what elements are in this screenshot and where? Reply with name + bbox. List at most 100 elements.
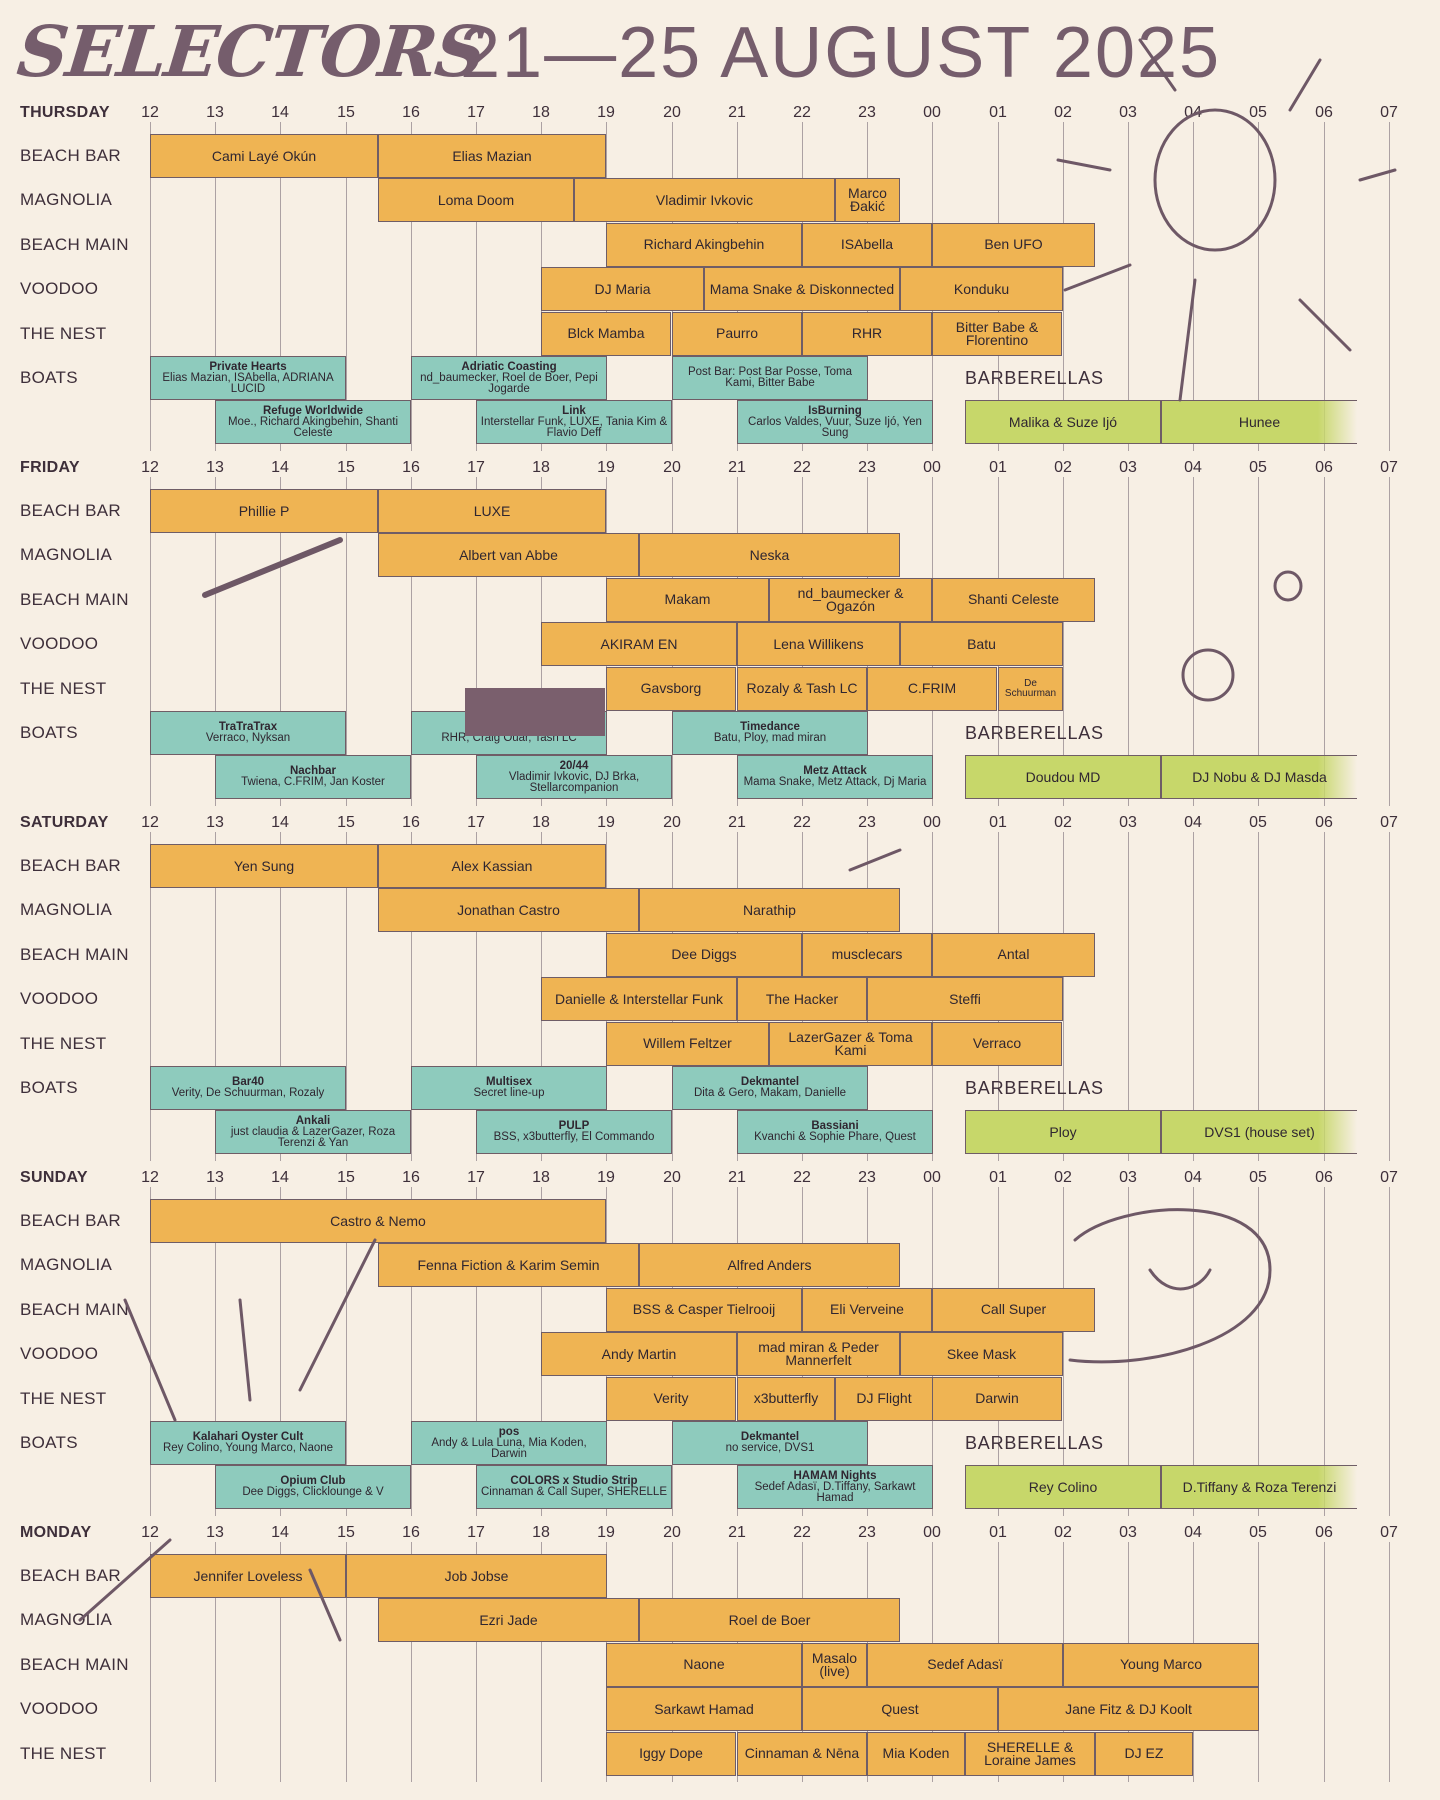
dj-set-block[interactable]: Albert van Abbe [378,533,639,578]
dj-set-block[interactable]: Cinnaman & Nēna [737,1731,867,1776]
dj-set-block[interactable]: Jonathan Castro [378,888,639,933]
dj-set-block[interactable]: RHR [802,311,932,356]
dj-set-block[interactable]: Phillie P [150,489,378,533]
dj-set-block[interactable]: Mama Snake & Diskonnected [704,267,900,312]
dj-set-block[interactable]: BSS & Casper Tielrooij [606,1287,802,1332]
dj-set-block[interactable]: DJ Flight [835,1376,933,1421]
dj-set-block[interactable]: DJ Maria [541,267,704,312]
dj-set-block[interactable]: Rozaly & Tash LC [737,666,867,711]
dj-set-block[interactable]: Masalo (live) [802,1642,867,1687]
dj-set-block[interactable]: Quest [802,1687,998,1732]
barberellas-set-block[interactable]: Malika & Suze Ijó [965,400,1161,445]
dj-set-block[interactable]: Jennifer Loveless [150,1554,346,1598]
dj-set-block[interactable]: Yen Sung [150,844,378,888]
barberellas-set-block[interactable]: Doudou MD [965,755,1161,800]
dj-set-block[interactable]: LazerGazer & Toma Kami [769,1021,932,1066]
dj-set-block[interactable]: x3butterfly [737,1376,835,1421]
dj-set-block[interactable]: The Hacker [737,977,867,1022]
dj-set-block[interactable]: Gavsborg [606,666,736,711]
dj-set-block[interactable]: Alex Kassian [378,844,606,888]
dj-set-block[interactable]: Willem Feltzer [606,1021,769,1066]
barberellas-set-block[interactable]: Rey Colino [965,1465,1161,1510]
dj-set-block[interactable]: Elias Mazian [378,134,606,178]
dj-set-block[interactable]: AKIRAM EN [541,622,737,667]
barberellas-set-block[interactable]: Hunee [1161,400,1357,445]
dj-set-block[interactable]: Bitter Babe & Florentino [932,311,1062,356]
dj-set-block[interactable]: Naone [606,1642,802,1687]
dj-set-block[interactable]: Cami Layé Okún [150,134,378,178]
dj-set-block[interactable]: Danielle & Interstellar Funk [541,977,737,1022]
dj-set-block[interactable]: musclecars [802,932,932,977]
dj-set-block[interactable]: SHERELLE & Loraine James [965,1731,1095,1776]
dj-set-block[interactable]: Dee Diggs [606,932,802,977]
dj-set-block[interactable]: Call Super [932,1287,1095,1332]
dj-set-block[interactable]: LUXE [378,489,606,533]
dj-set-block[interactable]: Richard Akingbehin [606,222,802,267]
dj-set-block[interactable]: Konduku [900,267,1063,312]
dj-set-block[interactable]: Batu [900,622,1063,667]
dj-set-block[interactable]: Roel de Boer [639,1598,900,1643]
dj-set-block[interactable]: Darwin [932,1376,1062,1421]
dj-set-block[interactable]: Mia Koden [867,1731,965,1776]
dj-set-block[interactable]: Marco Đakić [835,178,900,223]
dj-set-block[interactable]: Verraco [932,1021,1062,1066]
dj-set-block[interactable]: DJ EZ [1095,1731,1193,1776]
barberellas-set-block[interactable]: Ploy [965,1110,1161,1155]
dj-set-block[interactable]: Alfred Anders [639,1243,900,1288]
dj-set-block[interactable]: Verity [606,1376,736,1421]
dj-set-block[interactable]: Ben UFO [932,222,1095,267]
dj-set-block[interactable]: Makam [606,577,769,622]
dj-set-block[interactable]: Young Marco [1063,1642,1259,1687]
dj-set-block[interactable]: Skee Mask [900,1332,1063,1377]
dj-set-block[interactable]: Iggy Dope [606,1731,736,1776]
dj-set-block[interactable]: Lena Willikens [737,622,900,667]
dj-set-block[interactable]: Antal [932,932,1095,977]
barberellas-set-block[interactable]: D.Tiffany & Roza Terenzi [1161,1465,1357,1510]
dj-set-block[interactable]: Jane Fitz & DJ Koolt [998,1687,1259,1732]
dj-set-block[interactable]: Loma Doom [378,178,574,223]
dj-set-block[interactable]: Vladimir Ivkovic [574,178,835,223]
dj-set-block[interactable]: nd_baumecker & Ogazón [769,577,932,622]
dj-set-block[interactable]: Fenna Fiction & Karim Semin [378,1243,639,1288]
dj-set-block[interactable]: mad miran & Peder Mannerfelt [737,1332,900,1377]
dj-set-block[interactable]: Eli Verveine [802,1287,932,1332]
barberellas-set-block[interactable]: DJ Nobu & DJ Masda [1161,755,1357,800]
dj-set-block[interactable]: C.FRIM [867,666,997,711]
dj-set-block[interactable]: De Schuurman [998,666,1063,711]
dj-set-block[interactable]: Steffi [867,977,1063,1022]
dj-set-block[interactable]: Narathip [639,888,900,933]
dj-set-block[interactable]: Shanti Celeste [932,577,1095,622]
dj-set-block[interactable]: Job Jobse [346,1554,607,1598]
dj-set-block[interactable]: Neska [639,533,900,578]
boat-party-block[interactable]: Post Bar: Post Bar Posse, Toma Kami, Bit… [672,356,868,400]
dj-set-block[interactable]: Andy Martin [541,1332,737,1377]
dj-set-block[interactable]: Ezri Jade [378,1598,639,1643]
dj-set-block[interactable]: ISAbella [802,222,932,267]
barberellas-set-block[interactable]: DVS1 (house set) [1161,1110,1357,1155]
dj-set-block[interactable]: Sarkawt Hamad [606,1687,802,1732]
dj-set-block[interactable]: Paurro [672,311,802,356]
dj-set-block[interactable]: Blck Mamba [541,311,671,356]
